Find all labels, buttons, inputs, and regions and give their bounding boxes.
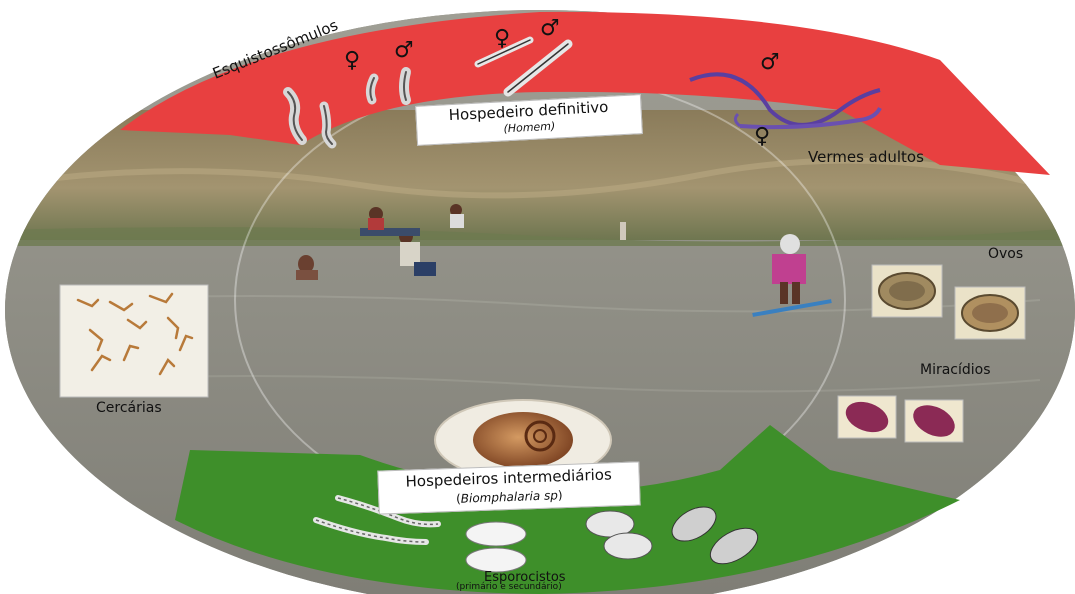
- eggs-label: Ovos: [988, 246, 1023, 262]
- male-symbol-young-worm: ♂: [540, 16, 560, 41]
- cercariae-label: Cercárias: [96, 400, 162, 416]
- adult-worms-label: Vermes adultos: [808, 148, 924, 166]
- female-symbol-schistosomula: ♀: [344, 48, 360, 73]
- female-symbol-young-worm: ♀: [494, 26, 510, 51]
- intermediate-host-label: Hospedeiros intermediários (Biomphalaria…: [377, 461, 640, 514]
- intermediate-host-subtitle-genus: Biomphalaria sp: [461, 488, 559, 505]
- intermediate-host-subtitle-suffix: ): [558, 488, 563, 502]
- male-symbol-adult: ♂: [760, 50, 780, 75]
- male-symbol-schistosomula: ♂: [394, 38, 414, 63]
- cercariae-panel: [60, 285, 208, 397]
- miracidia-label: Miracídios: [920, 362, 991, 378]
- female-symbol-adult: ♀: [754, 124, 770, 149]
- sporocysts-note: (primário e secundário): [456, 582, 562, 592]
